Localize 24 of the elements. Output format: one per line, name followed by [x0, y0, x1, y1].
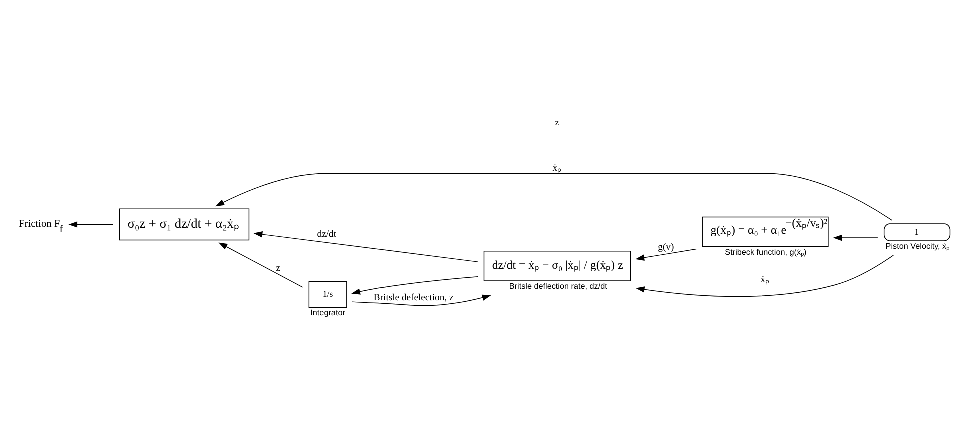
- node-label: Britsle deflection rate, dz/dt: [509, 282, 608, 291]
- edge-label: dz/dt: [317, 228, 337, 240]
- node-label: Integrator: [310, 308, 346, 318]
- label: z: [555, 118, 560, 128]
- arrow: [636, 255, 894, 298]
- node-label: Piston Velocity, ẋₚ: [886, 242, 950, 251]
- arrow: [216, 173, 893, 221]
- arrow: [254, 232, 478, 262]
- arrow: [636, 248, 697, 261]
- node-box: 1/s: [308, 281, 348, 308]
- edge-label: z: [276, 262, 280, 274]
- arrow: [352, 276, 479, 295]
- node-box: dz/dt = ẋₚ − σ₀ |ẋₚ| / g(ẋₚ) z: [484, 250, 632, 282]
- edge-label: g(v): [658, 242, 674, 254]
- arrow: [68, 222, 114, 228]
- arrow: [218, 242, 304, 288]
- arrow: [833, 234, 878, 242]
- arrow: [352, 294, 492, 306]
- node-label: Stribeck function, g(ẋₚ): [725, 248, 807, 257]
- edge-label: ẋₚ: [760, 274, 770, 286]
- edge-label: Britsle defelection, z: [374, 292, 454, 304]
- node-box: σ₀z + σ₁ dz/dt + α₂ẋₚ: [119, 208, 250, 241]
- node-box: 1: [884, 224, 951, 242]
- edge-label: ẋₚ: [552, 162, 562, 174]
